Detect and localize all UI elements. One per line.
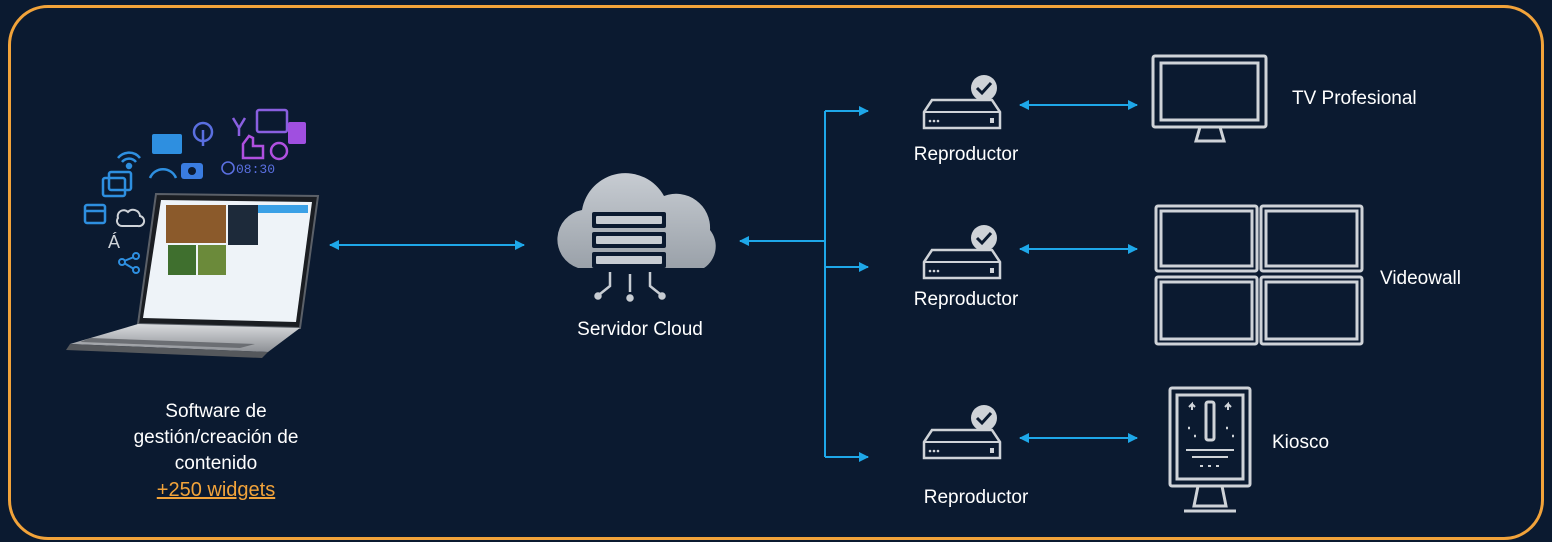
clock-icon xyxy=(221,161,235,175)
camera-icon xyxy=(181,163,203,179)
share-icon xyxy=(118,252,140,274)
excel-icon xyxy=(288,122,306,144)
media-player-icon xyxy=(922,75,1002,130)
player-label-middle: Reproductor xyxy=(913,289,1019,310)
app-icons-cluster: Á xyxy=(83,108,306,274)
tv-label: TV Profesional xyxy=(1292,88,1417,109)
calendar-icon xyxy=(83,203,107,225)
widgets-link[interactable]: +250 widgets xyxy=(156,479,276,501)
image-icon xyxy=(152,134,182,154)
weather-icon xyxy=(116,208,146,228)
videowall-label: Videowall xyxy=(1380,268,1461,289)
kiosk-label: Kiosco xyxy=(1272,432,1330,453)
laptop-icon xyxy=(66,192,320,358)
thumbs-up-icon xyxy=(241,134,265,160)
software-label-line: Software de xyxy=(165,401,267,422)
kiosk-icon xyxy=(1168,386,1252,513)
player-label-bottom: Reproductor xyxy=(923,487,1029,508)
server-label: Servidor Cloud xyxy=(577,319,703,340)
media-player-icon xyxy=(922,405,1002,460)
connectors xyxy=(329,100,1138,462)
translate-icon: Á xyxy=(108,232,120,252)
gauge-icon xyxy=(148,168,178,179)
clock-time-text: 08:30 xyxy=(236,162,275,177)
list-icon xyxy=(255,108,289,134)
wifi-icon xyxy=(117,151,141,170)
cloud-server-icon xyxy=(557,173,716,302)
photos-icon xyxy=(101,170,133,198)
player-label-top: Reproductor xyxy=(913,144,1019,165)
tv-icon xyxy=(1151,54,1268,143)
media-player-icon xyxy=(922,225,1002,280)
yammer-icon xyxy=(231,117,247,136)
software-label-line: contenido xyxy=(174,453,258,474)
dollar-icon xyxy=(269,141,289,161)
touch-icon xyxy=(192,121,214,146)
software-label-line: gestión/creación de xyxy=(133,427,299,448)
videowall-icon xyxy=(1154,204,1364,346)
software-label: Software de gestión/creación de contenid… xyxy=(86,399,346,504)
